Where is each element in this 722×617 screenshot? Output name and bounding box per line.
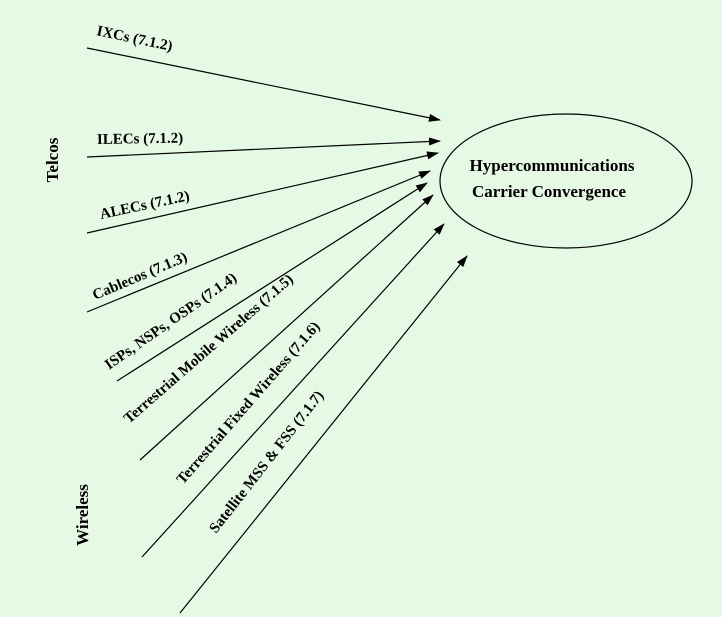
convergence-label-line1: Hypercommunications — [470, 156, 635, 175]
arrow-ixcs — [86, 47, 441, 122]
arrow-terrestrial-fixed-wireless — [141, 223, 445, 558]
arrow-terrestrial-mobile-wireless — [139, 194, 434, 461]
convergence-label-line2: Carrier Convergence — [472, 182, 626, 201]
group-label-telcos: Telcos — [43, 137, 62, 182]
source-label-alecs: ALECs (7.1.2) — [99, 188, 192, 223]
arrow-alecs — [86, 151, 439, 234]
group-label-wireless: Wireless — [73, 484, 92, 546]
arrow-isps-nsps-osps — [116, 182, 428, 382]
source-label-satellite-mss-fss: Satellite MSS & FSS (7.1.7) — [207, 388, 328, 536]
arrow-satellite-mss-fss — [179, 255, 468, 614]
source-label-ixcs: IXCs (7.1.2) — [95, 23, 174, 55]
source-label-cablecos: Cablecos (7.1.3) — [90, 249, 189, 303]
convergence-node — [439, 113, 693, 249]
arrow-ilecs — [86, 137, 441, 158]
source-label-ilecs: ILECs (7.1.2) — [97, 130, 184, 148]
arrow-cablecos — [86, 170, 431, 313]
